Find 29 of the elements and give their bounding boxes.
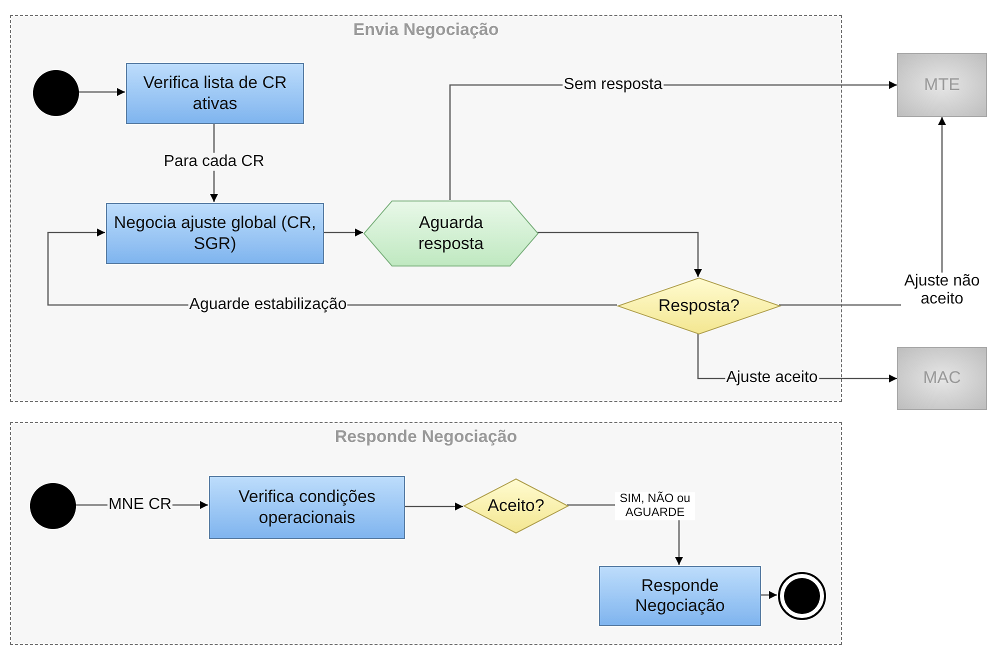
- edge-label: Para cada CR: [162, 152, 266, 172]
- process-box: Responde Negociação: [599, 566, 761, 626]
- process-box: Verifica condições operacionais: [209, 476, 405, 539]
- arrow: [323, 228, 363, 236]
- arrow: [760, 591, 777, 599]
- panel-title: Responde Negociação: [334, 427, 518, 447]
- arrow: [537, 232, 702, 277]
- start-node: [30, 483, 76, 529]
- swimlane-panel: [10, 15, 842, 402]
- edge-label: Ajuste aceito: [725, 368, 819, 388]
- node-label: Aguarda resposta: [417, 213, 485, 254]
- edge-label: SIM, NÃO ou AGUARDE: [615, 492, 695, 520]
- decision-diamond: [618, 278, 780, 334]
- node-label: Resposta?: [658, 296, 740, 316]
- arrow: [78, 88, 125, 96]
- end-node: [778, 572, 826, 620]
- arrow: [404, 502, 463, 510]
- wait-hexagon: [364, 201, 538, 266]
- process-box: Verifica lista de CR ativas: [126, 63, 304, 124]
- external-box: MTE: [897, 53, 987, 117]
- edge-label: Sem resposta: [562, 76, 664, 94]
- process-box: Negocia ajuste global (CR, SGR): [106, 203, 324, 264]
- external-box: MAC: [897, 347, 987, 410]
- edge-label: Aguarde estabilização: [188, 296, 348, 314]
- decision-diamond: [464, 479, 568, 533]
- swimlane-panel: [10, 422, 842, 645]
- panel-title: Envia Negociação: [352, 20, 500, 40]
- start-node: [33, 70, 79, 116]
- node-label: Aceito?: [488, 496, 544, 516]
